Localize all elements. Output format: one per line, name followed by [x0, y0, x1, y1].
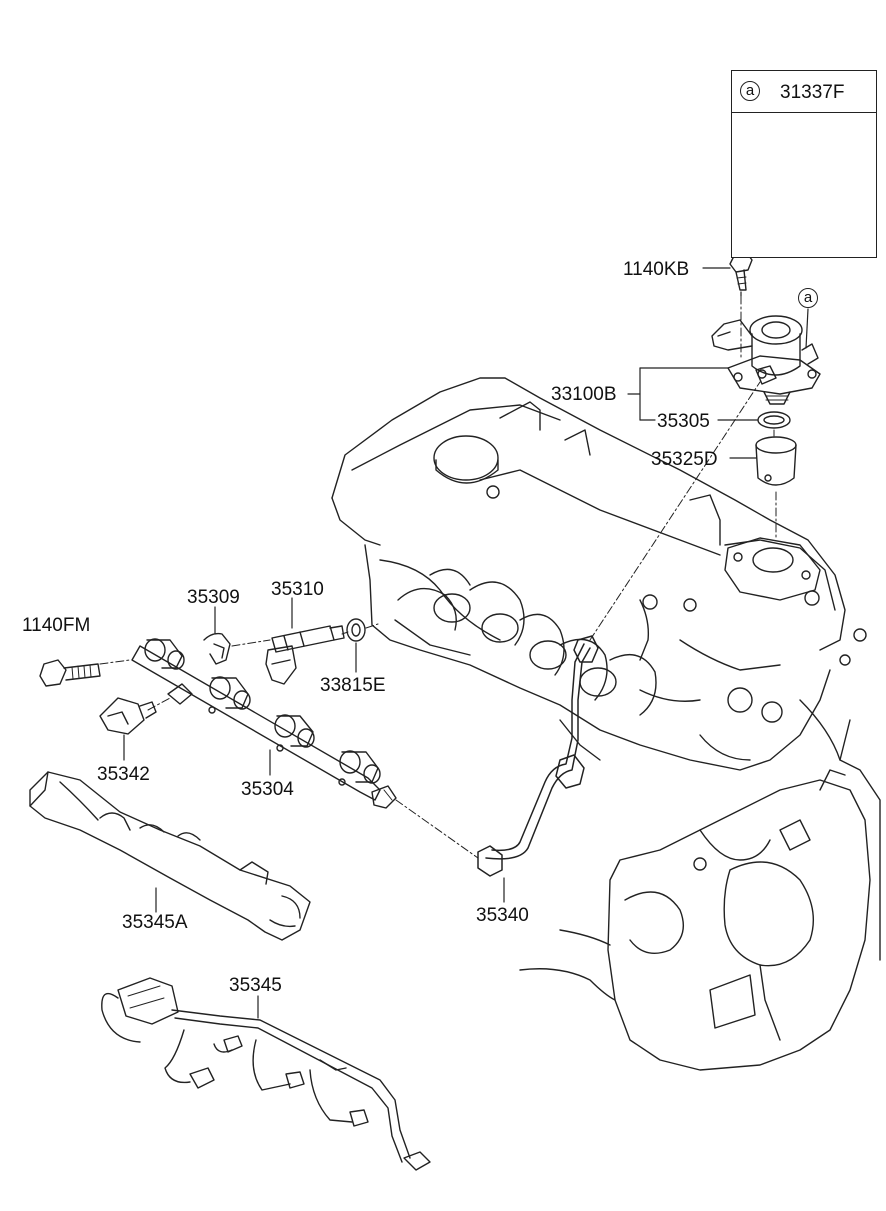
pump-reference-marker: a: [798, 288, 818, 308]
label-1140fm: 1140FM: [22, 615, 91, 636]
high-pressure-fuel-pipe: [477, 635, 599, 877]
pump-tappet: [755, 436, 797, 486]
assembly-guide-lines: [99, 295, 777, 859]
label-35304: 35304: [241, 779, 294, 800]
label-33100b: 33100B: [551, 384, 617, 405]
fuel-injector: [265, 625, 345, 685]
high-pressure-fuel-pump: [711, 315, 821, 405]
label-35345a: 35345A: [122, 912, 188, 933]
o-ring-bore: [763, 415, 785, 425]
callout-part-number: 31337F: [780, 82, 845, 103]
injector-wiring-harness: [101, 977, 431, 1171]
label-35310: 35310: [271, 579, 324, 600]
seal-ring-bore: [351, 623, 361, 637]
label-1140kb: 1140KB: [623, 259, 690, 280]
callout-marker: a: [740, 81, 760, 101]
engine-block-illustration: [331, 377, 881, 1071]
flange-bolt-1140fm: [39, 659, 101, 687]
pump-o-ring: [757, 411, 791, 429]
label-35345: 35345: [229, 975, 282, 996]
callout-header: a 31337F: [732, 71, 876, 113]
callout-box: a 31337F: [731, 70, 877, 258]
leader-lines: [123, 267, 809, 1019]
fuel-rail-assembly: [131, 638, 397, 809]
label-33815e: 33815E: [320, 675, 386, 696]
injector-seal-ring: [346, 618, 366, 642]
label-35325d: 35325D: [651, 449, 718, 470]
fuel-rail-cover: [29, 771, 311, 941]
label-35340: 35340: [476, 905, 529, 926]
label-35309: 35309: [187, 587, 240, 608]
label-35305: 35305: [657, 411, 710, 432]
injector-clip: [203, 632, 231, 665]
label-35342: 35342: [97, 764, 150, 785]
rail-pressure-sensor: [99, 697, 157, 735]
